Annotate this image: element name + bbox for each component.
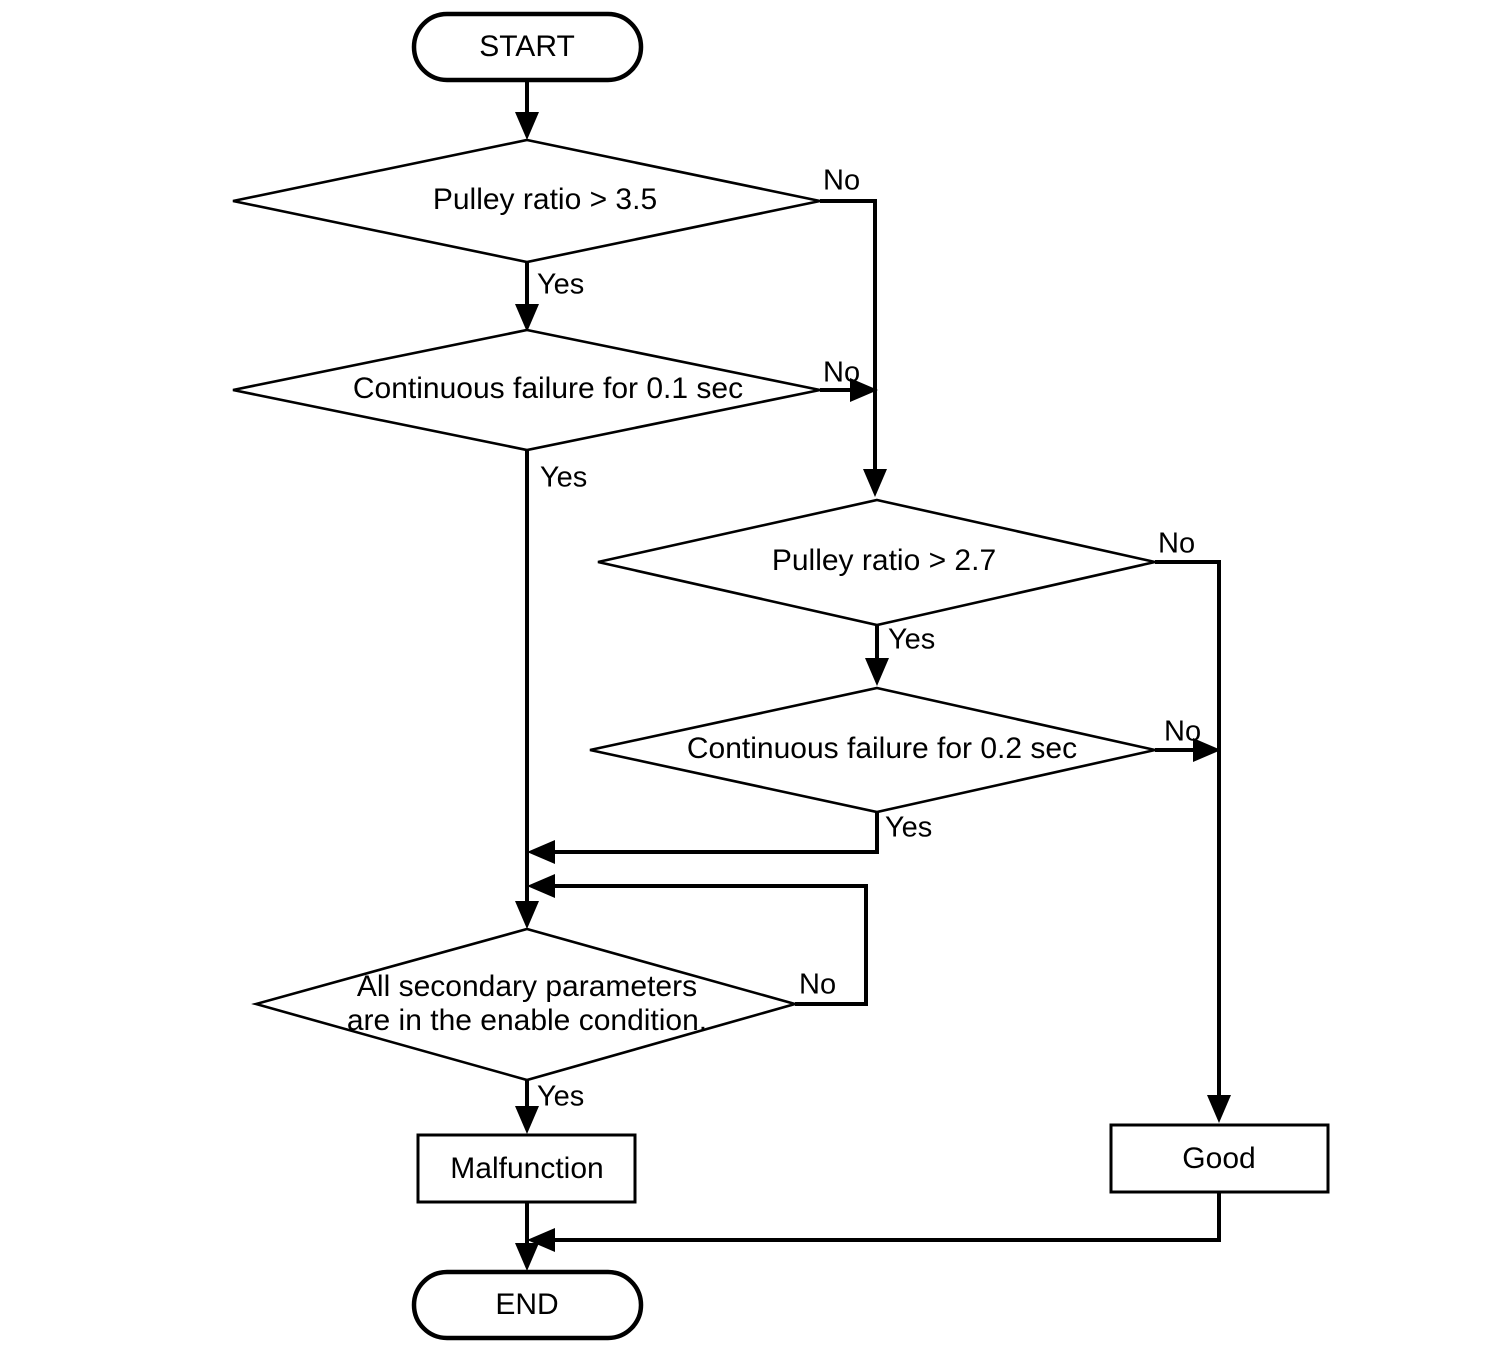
edge-d4-no-to-right-trunk xyxy=(1155,738,1221,762)
edge-malfunction-to-end xyxy=(515,1202,539,1271)
edge-label-d4-no: No xyxy=(1164,716,1201,748)
edge-label-d3-yes: Yes xyxy=(888,624,935,656)
node-decision-pulley-ratio-3-5-label: Pulley ratio > 3.5 xyxy=(433,183,657,216)
edge-d2-yes-to-d5 xyxy=(515,450,539,929)
edge-d1-no-to-d3 xyxy=(820,199,887,497)
node-start[interactable]: START xyxy=(411,11,644,83)
edge-d1-yes-to-d2 xyxy=(515,262,539,332)
node-good[interactable]: Good xyxy=(1109,1123,1330,1194)
edge-d4-yes-to-trunk xyxy=(527,812,879,864)
node-decision-secondary-parameters-label-line2: are in the enable condition. xyxy=(347,1004,707,1037)
edge-label-d5-no: No xyxy=(799,969,836,1001)
edge-label-d2-yes: Yes xyxy=(540,462,587,494)
edge-label-d3-no: No xyxy=(1158,528,1195,560)
node-malfunction[interactable]: Malfunction xyxy=(416,1133,637,1204)
edge-good-to-end-trunk xyxy=(527,1192,1221,1252)
node-decision-failure-0-1-sec-label: Continuous failure for 0.1 sec xyxy=(353,372,743,405)
node-end[interactable]: END xyxy=(411,1269,644,1341)
node-good-label: Good xyxy=(1182,1142,1255,1175)
node-decision-failure-0-1-sec[interactable]: Continuous failure for 0.1 sec xyxy=(232,328,821,452)
edge-start-to-d1 xyxy=(515,80,539,140)
edge-label-d1-yes: Yes xyxy=(537,269,584,301)
node-decision-pulley-ratio-3-5[interactable]: Pulley ratio > 3.5 xyxy=(232,138,821,264)
edge-label-d1-no: No xyxy=(823,165,860,197)
node-decision-secondary-parameters-label-line1: All secondary parameters xyxy=(357,970,697,1003)
node-decision-secondary-parameters[interactable]: All secondary parameters are in the enab… xyxy=(251,927,800,1082)
edge-d2-no-to-trunk xyxy=(820,378,878,402)
edge-d5-no-loopback xyxy=(527,874,868,1006)
node-decision-pulley-ratio-2-7-label: Pulley ratio > 2.7 xyxy=(772,544,996,577)
edge-d3-yes-to-d4 xyxy=(865,625,889,686)
node-end-label: END xyxy=(495,1288,558,1321)
node-decision-failure-0-2-sec-label: Continuous failure for 0.2 sec xyxy=(687,732,1077,765)
node-malfunction-label: Malfunction xyxy=(450,1152,603,1185)
edge-label-d2-no: No xyxy=(823,357,860,389)
node-start-label: START xyxy=(479,30,575,63)
edge-d3-no-to-good xyxy=(1155,560,1231,1123)
node-decision-pulley-ratio-2-7[interactable]: Pulley ratio > 2.7 xyxy=(597,498,1156,627)
node-decision-failure-0-2-sec[interactable]: Continuous failure for 0.2 sec xyxy=(589,686,1156,814)
edge-d5-yes-to-malfunction xyxy=(515,1080,539,1134)
edge-label-d4-yes: Yes xyxy=(885,812,932,844)
edge-label-d5-yes: Yes xyxy=(537,1081,584,1113)
